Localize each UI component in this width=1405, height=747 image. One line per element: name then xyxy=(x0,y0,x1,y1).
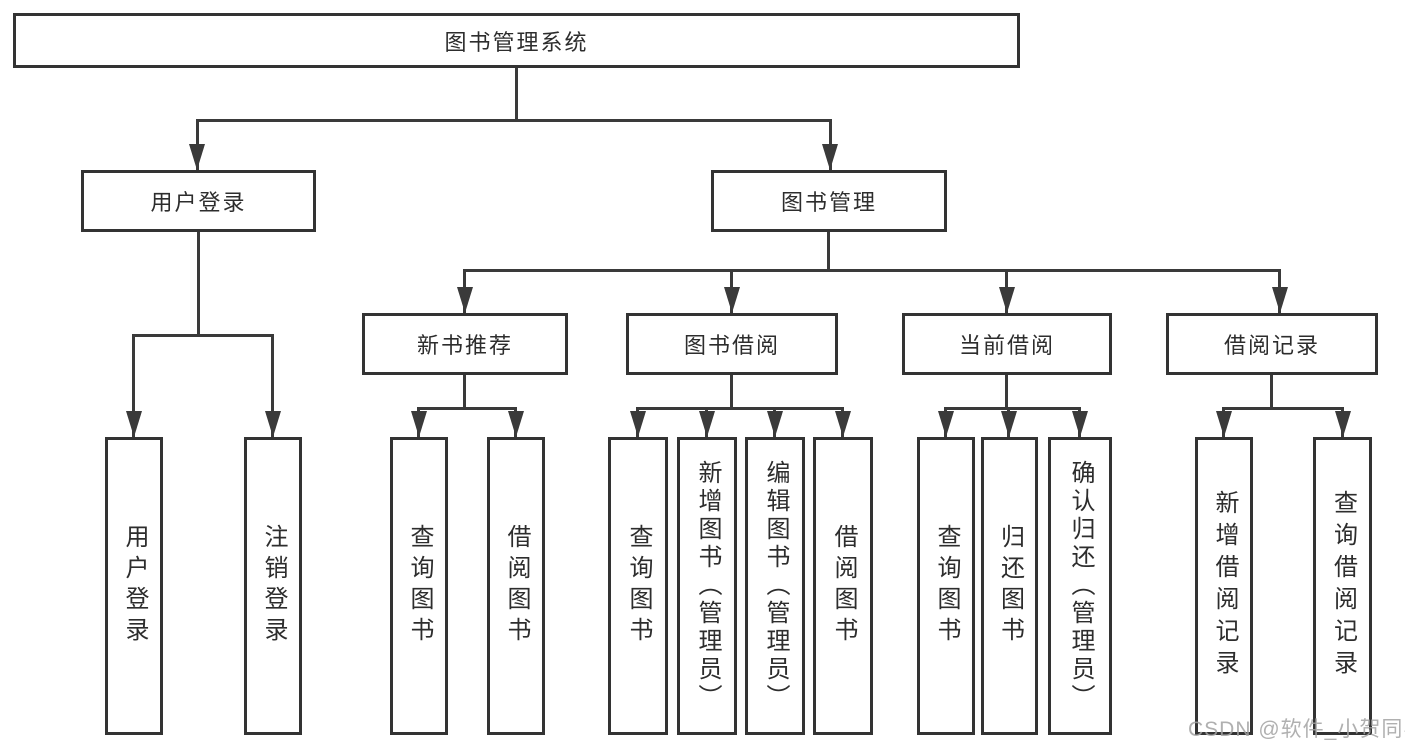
leaf-confirm-return-admin-label: 确认归还（管理员） xyxy=(1067,460,1094,712)
arrow-down-icon xyxy=(1335,411,1351,437)
leaf-confirm-return-admin: 确认归还（管理员） xyxy=(1048,437,1112,735)
node-new-book-recommend: 新书推荐 xyxy=(362,313,568,375)
leaf-user-login: 用户登录 xyxy=(105,437,163,735)
leaf-recommend-query-books-label: 查询图书 xyxy=(406,524,433,648)
arrow-down-icon xyxy=(630,411,646,437)
leaf-recommend-query-books: 查询图书 xyxy=(390,437,448,735)
connector-hline xyxy=(1222,407,1344,410)
leaf-query-borrow-record-label: 查询借阅记录 xyxy=(1329,490,1357,682)
arrow-down-icon xyxy=(835,411,851,437)
arrow-down-icon xyxy=(724,287,740,313)
leaf-logout-label: 注销登录 xyxy=(260,524,287,648)
arrow-down-icon xyxy=(508,411,524,437)
leaf-logout: 注销登录 xyxy=(244,437,302,735)
arrow-down-icon xyxy=(265,411,281,437)
leaf-add-borrow-record: 新增借阅记录 xyxy=(1195,437,1253,735)
connector-hline xyxy=(944,407,1081,410)
node-new-book-recommend-label: 新书推荐 xyxy=(416,333,513,358)
arrow-down-icon xyxy=(699,411,715,437)
arrow-down-icon xyxy=(938,411,954,437)
leaf-recommend-borrow-books-label: 借阅图书 xyxy=(503,524,530,648)
node-book-borrowing-label: 图书借阅 xyxy=(683,333,780,358)
node-book-borrowing: 图书借阅 xyxy=(626,313,838,375)
leaf-query-borrow-record: 查询借阅记录 xyxy=(1313,437,1372,735)
node-user-login: 用户登录 xyxy=(81,170,316,232)
node-current-borrowing: 当前借阅 xyxy=(902,313,1112,375)
connector-vline xyxy=(463,375,466,410)
connector-vline xyxy=(132,334,135,437)
leaf-user-login-label: 用户登录 xyxy=(121,524,148,648)
leaf-current-query-books: 查询图书 xyxy=(917,437,975,735)
connector-hline xyxy=(132,334,274,337)
connector-hline xyxy=(636,407,844,410)
arrow-down-icon xyxy=(457,287,473,313)
arrow-down-icon xyxy=(411,411,427,437)
leaf-edit-books-admin-label: 编辑图书（管理员） xyxy=(762,460,789,712)
leaf-add-books-admin-label: 新增图书（管理员） xyxy=(694,460,721,712)
connector-vline xyxy=(730,375,733,410)
leaf-recommend-borrow-books: 借阅图书 xyxy=(487,437,545,735)
node-book-management-label: 图书管理 xyxy=(780,190,877,215)
node-borrow-records-label: 借阅记录 xyxy=(1223,333,1320,358)
connector-vline xyxy=(197,232,200,336)
connector-vline xyxy=(1005,375,1008,410)
connector-vline xyxy=(515,68,518,121)
leaf-add-borrow-record-label: 新增借阅记录 xyxy=(1211,490,1238,682)
connector-hline xyxy=(463,269,1281,272)
leaf-borrowing-query-books: 查询图书 xyxy=(608,437,668,735)
leaf-borrowing-borrow-books-label: 借阅图书 xyxy=(830,524,857,648)
node-user-login-label: 用户登录 xyxy=(150,190,247,215)
arrow-down-icon xyxy=(767,411,783,437)
arrow-down-icon xyxy=(1001,411,1017,437)
connector-vline xyxy=(827,232,830,272)
node-current-borrowing-label: 当前借阅 xyxy=(958,333,1055,358)
arrow-down-icon xyxy=(999,287,1015,313)
node-borrow-records: 借阅记录 xyxy=(1166,313,1378,375)
csdn-watermark: CSDN @软件_小贺同学 xyxy=(1188,718,1405,741)
leaf-borrowing-query-books-label: 查询图书 xyxy=(625,524,652,648)
arrow-down-icon xyxy=(126,411,142,437)
arrow-down-icon xyxy=(1072,411,1088,437)
node-root: 图书管理系统 xyxy=(13,13,1020,68)
leaf-edit-books-admin: 编辑图书（管理员） xyxy=(745,437,805,735)
arrow-down-icon xyxy=(1272,287,1288,313)
leaf-add-books-admin: 新增图书（管理员） xyxy=(677,437,737,735)
connector-vline xyxy=(271,334,274,437)
node-root-label: 图书管理系统 xyxy=(444,29,589,55)
leaf-borrowing-borrow-books: 借阅图书 xyxy=(813,437,873,735)
leaf-return-books: 归还图书 xyxy=(981,437,1038,735)
connector-hline xyxy=(417,407,517,410)
connector-vline xyxy=(1270,375,1273,410)
arrow-down-icon xyxy=(1216,411,1232,437)
leaf-return-books-label: 归还图书 xyxy=(996,524,1024,648)
arrow-down-icon xyxy=(822,144,838,170)
node-book-management: 图书管理 xyxy=(711,170,947,232)
arrow-down-icon xyxy=(189,144,205,170)
leaf-current-query-books-label: 查询图书 xyxy=(933,524,960,648)
connector-hline xyxy=(196,119,832,122)
